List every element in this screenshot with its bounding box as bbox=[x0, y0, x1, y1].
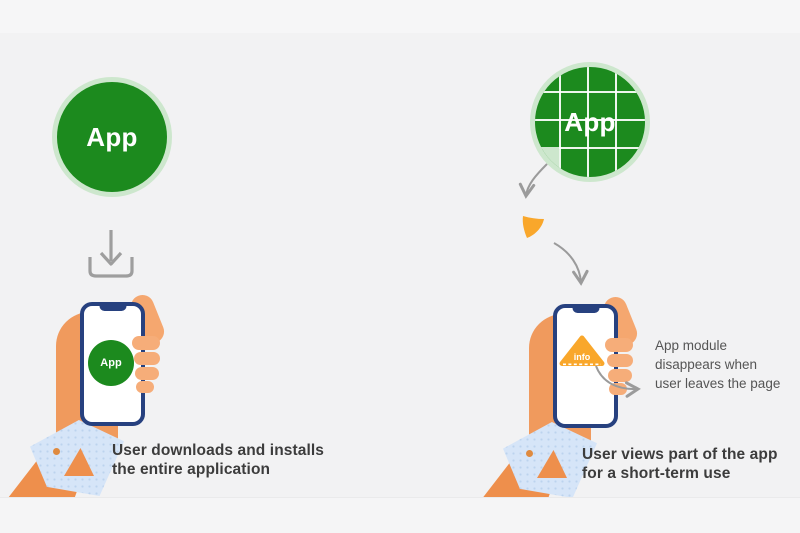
hand-holding-phone-right: info bbox=[473, 282, 703, 500]
phone-notch bbox=[99, 305, 126, 311]
installed-app-icon: App bbox=[88, 340, 134, 386]
hand-finger bbox=[607, 354, 633, 367]
grid-line bbox=[535, 147, 645, 149]
grid-line bbox=[559, 67, 561, 177]
grid-line bbox=[535, 119, 645, 121]
cuff-button bbox=[526, 450, 533, 457]
grid-line bbox=[587, 67, 589, 177]
download-icon bbox=[88, 230, 134, 278]
installed-app-label: App bbox=[100, 357, 122, 369]
caption-short-term-use: User views part of the app for a short-t… bbox=[582, 446, 778, 482]
hand-finger bbox=[136, 381, 154, 393]
modular-app-circle: App bbox=[530, 62, 650, 182]
hand-finger bbox=[608, 369, 632, 382]
missing-module-cell bbox=[535, 147, 559, 177]
modular-app-circle-face: App bbox=[535, 67, 645, 177]
background-bottom-strip bbox=[0, 497, 800, 533]
full-app-circle: App bbox=[52, 77, 172, 197]
hand-finger bbox=[132, 336, 160, 350]
hand-finger bbox=[135, 367, 159, 380]
grid-line bbox=[535, 91, 645, 93]
phone-notch bbox=[572, 307, 599, 313]
app-module-wedge-icon bbox=[522, 216, 544, 238]
app-module-triangle-icon bbox=[559, 335, 605, 366]
grid-line bbox=[615, 67, 617, 177]
background-top-strip bbox=[0, 0, 800, 33]
hand-holding-phone-left: App bbox=[0, 280, 230, 498]
full-app-circle-face: App bbox=[57, 82, 167, 192]
curved-arrow-icon bbox=[553, 242, 589, 286]
hand-finger bbox=[134, 352, 160, 365]
caption-full-install: User downloads and installs the entire a… bbox=[112, 442, 324, 478]
modular-app-circle-label: App bbox=[564, 106, 616, 137]
cuff-button bbox=[53, 448, 60, 455]
module-info-label: info bbox=[573, 352, 591, 362]
module-disappears-note: App module disappears when user leaves t… bbox=[655, 338, 781, 391]
hand-finger bbox=[609, 383, 627, 395]
full-app-circle-label: App bbox=[86, 121, 138, 152]
hand-finger bbox=[605, 338, 633, 352]
